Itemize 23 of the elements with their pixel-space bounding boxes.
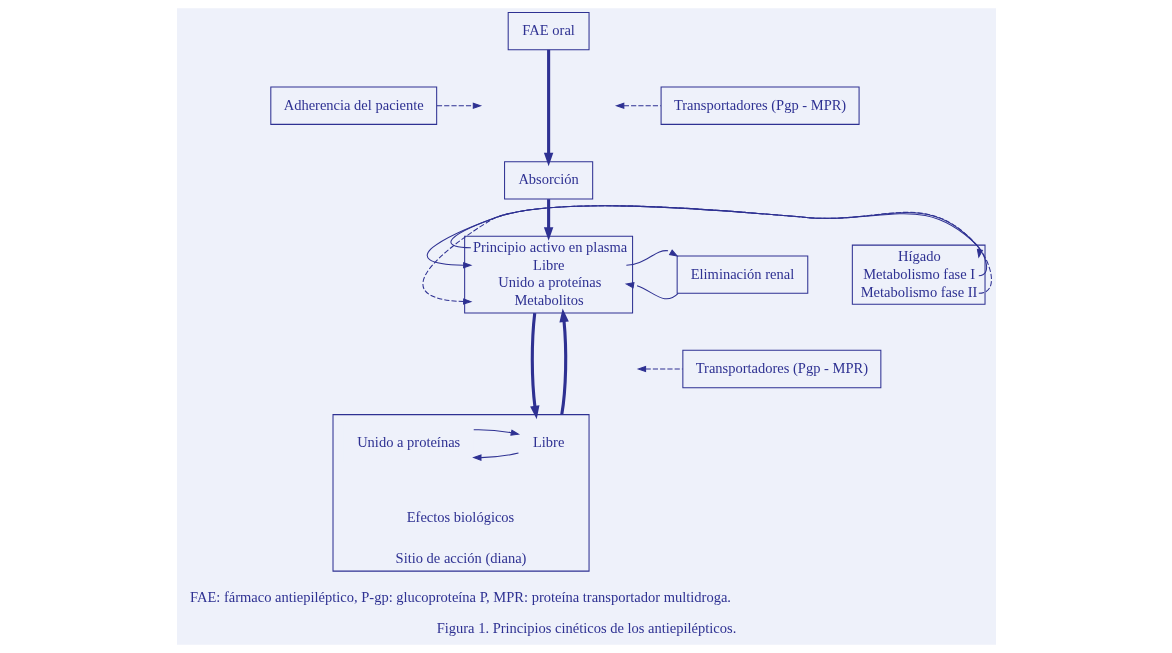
node-box: Transportadores (Pgp - MPR)	[681, 349, 881, 389]
arrow	[558, 308, 569, 415]
arrow	[472, 429, 520, 436]
arrow	[422, 205, 992, 305]
arrow	[625, 249, 679, 266]
node-text: Unido a proteínas	[356, 434, 460, 451]
node-box: FAE oral	[507, 11, 590, 51]
arrow	[543, 49, 553, 167]
node-text: Efectos biológicos	[406, 509, 514, 526]
arrow	[636, 365, 683, 373]
arrow	[543, 199, 553, 241]
arrow	[624, 282, 679, 300]
node-box: Absorción	[503, 161, 593, 200]
arrow	[529, 313, 539, 420]
arrow	[471, 452, 519, 461]
node-text: Libre	[532, 434, 564, 451]
arrow	[450, 205, 983, 259]
node-box: Eliminación renal	[676, 255, 808, 294]
label: FAE: fármaco antiepiléptico, P-gp: glucoproteína P, MPR: proteína transportador multidroga.	[189, 588, 731, 605]
arrow	[614, 102, 661, 109]
node-box: Adherencia del paciente	[269, 86, 437, 125]
caption: Figura 1. Principios cinéticos de los antiepilépticos.	[436, 619, 736, 636]
node-box: Transportadores (Pgp - MPR)	[660, 86, 860, 125]
